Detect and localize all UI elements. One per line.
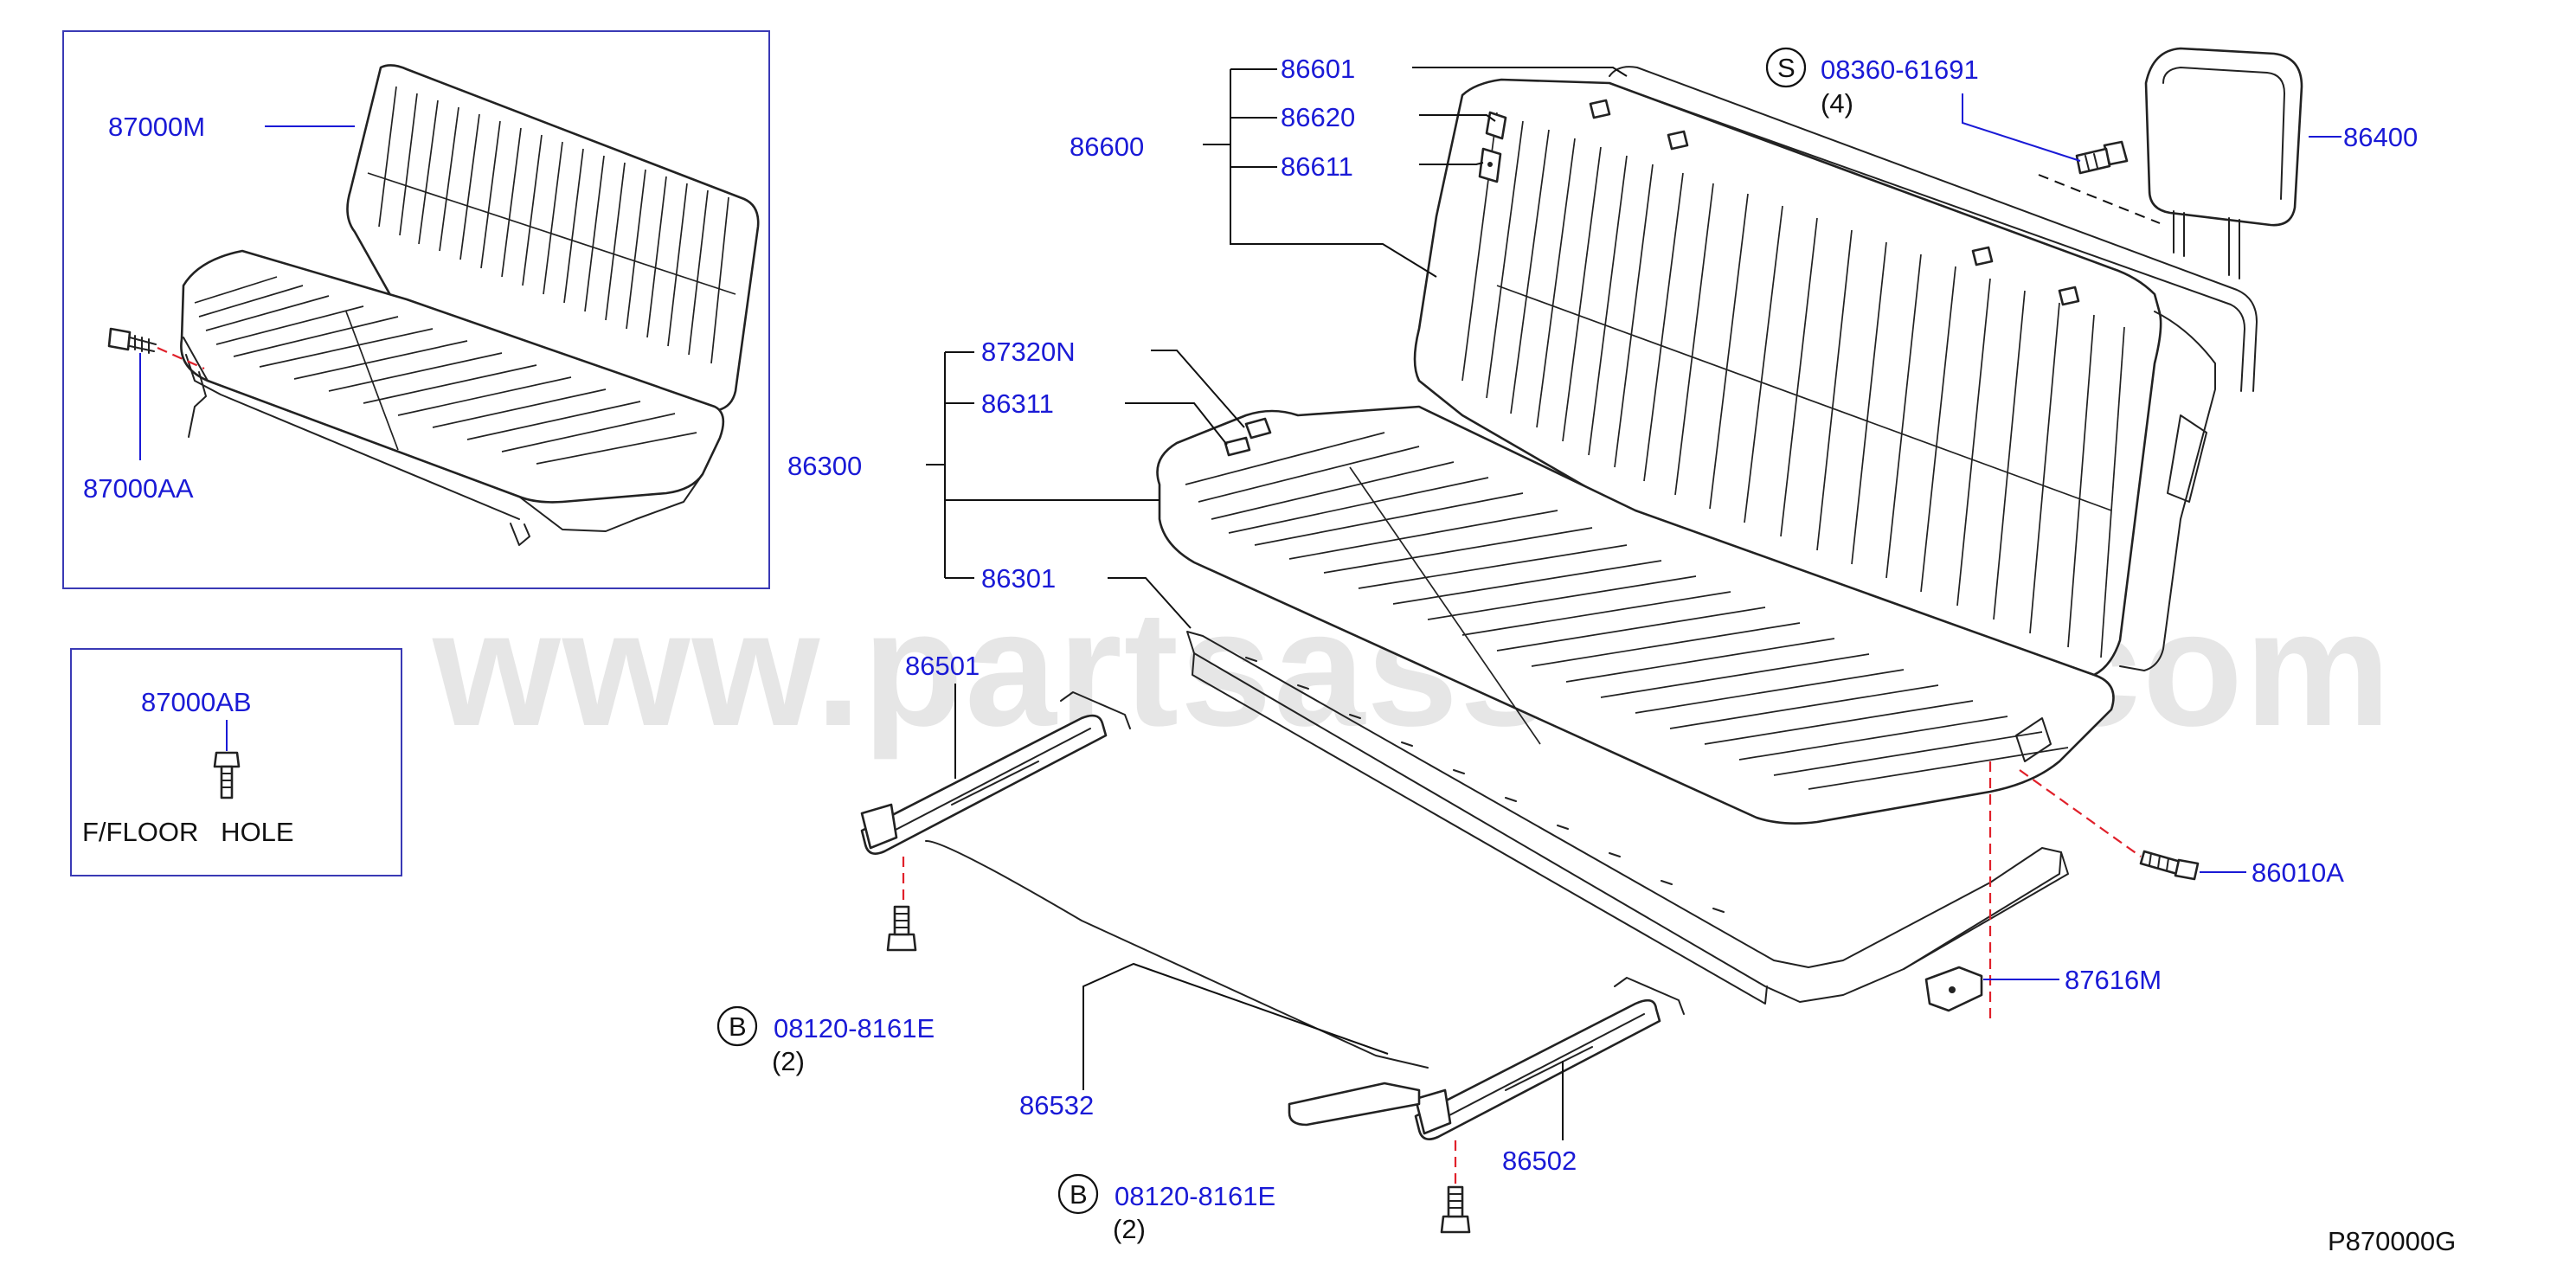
cushion-side-bracket [2015, 717, 2052, 762]
headrest-screw-leader [2038, 174, 2161, 224]
label-86311: 86311 [981, 388, 1054, 419]
headrest-post-left [2173, 210, 2185, 257]
label-86600: 86600 [1070, 132, 1144, 162]
label-86501: 86501 [905, 651, 980, 681]
bracket-hole [1949, 986, 1956, 993]
label-86532: 86532 [1019, 1090, 1094, 1120]
label-86611: 86611 [1281, 151, 1353, 182]
bolt-B-right-qty: (2) [1113, 1214, 1146, 1244]
seatback-clips [1589, 99, 2080, 306]
label-08120-8161E-left: 08120-8161E [774, 1013, 935, 1043]
headrest-post-right [2228, 217, 2240, 279]
headrest [2144, 47, 2303, 279]
label-87000AA: 87000AA [83, 473, 194, 504]
inset-bolt-icon [107, 327, 157, 354]
label-86300: 86300 [787, 451, 862, 481]
label-86601: 86601 [1281, 54, 1355, 84]
label-86010A: 86010A [2252, 857, 2344, 888]
inset-seat-panel: 87000M 87000AA [62, 30, 770, 589]
inset-base [183, 337, 703, 532]
inset-seatback-stripes [367, 86, 736, 364]
screw-S-icon [2075, 140, 2129, 175]
label-87320N: 87320N [981, 337, 1076, 367]
main-cushion [1156, 405, 2115, 1005]
part-86611-dot [1487, 162, 1493, 167]
label-87616M: 87616M [2065, 965, 2162, 995]
bolt-B-left-qty: (2) [772, 1046, 805, 1076]
inset-bracket-left [188, 371, 207, 438]
inset-frame [62, 30, 770, 589]
label-87000AB: 87000AB [141, 687, 252, 717]
bolt-B-left-symbol [716, 1005, 758, 1047]
floor-hole-caption: F/FLOOR HOLE [82, 817, 294, 847]
part-86311-shape [1224, 436, 1251, 457]
bolt-B-left-letter: B [729, 1011, 747, 1042]
label-86620: 86620 [1281, 102, 1355, 132]
seatback-stripes [1461, 112, 2125, 658]
screw-qty: (4) [1821, 88, 1853, 119]
bolt-B-right-symbol [1057, 1173, 1099, 1215]
floor-hole-bolt-icon [213, 751, 241, 799]
screw-S-symbol [1765, 47, 1807, 88]
cushion-stripes [1185, 432, 2069, 790]
label-86502: 86502 [1502, 1146, 1577, 1176]
frame-holes [1245, 657, 1725, 913]
seatback-body [1413, 78, 2162, 677]
inset-cushion-stripes [194, 276, 697, 465]
part-87320N-shape [1244, 417, 1272, 440]
main-seatback [1413, 66, 2258, 677]
floor-hole-panel: 87000AB F/FLOOR HOLE [70, 648, 402, 876]
inset-seatback [346, 64, 760, 412]
bolt-B-right-icon [1440, 1185, 1471, 1234]
adjuster-right-end [1414, 1088, 1452, 1135]
label-08120-8161E-right: 08120-8161E [1115, 1181, 1275, 1211]
cushion-body [1156, 405, 2115, 825]
label-86400: 86400 [2343, 122, 2418, 152]
release-wire [925, 839, 1429, 1069]
adjuster-right [1414, 977, 1685, 1140]
bolt-B-left-icon [886, 905, 917, 952]
label-87000M: 87000M [108, 112, 205, 142]
release-lever [1288, 1082, 1421, 1127]
side-bolt-red-leader [2019, 769, 2142, 857]
seatback-side-hinge [2167, 414, 2207, 503]
label-08360-61691: 08360-61691 [1821, 55, 1979, 85]
adjuster-left-end [860, 803, 898, 850]
inset-bracket-right [510, 523, 530, 546]
bolt-B-right-letter: B [1070, 1179, 1088, 1210]
label-leaders [926, 67, 2342, 1140]
inset-bolt-leader [157, 346, 205, 370]
label-86301: 86301 [981, 563, 1056, 594]
floor-hole-frame [70, 648, 402, 876]
side-bolt-icon [2139, 850, 2200, 881]
diagram-code: P870000G [2328, 1226, 2456, 1256]
headrest-pad [2144, 47, 2303, 227]
screw-S-letter: S [1777, 53, 1795, 83]
adjuster-left [860, 691, 1131, 855]
